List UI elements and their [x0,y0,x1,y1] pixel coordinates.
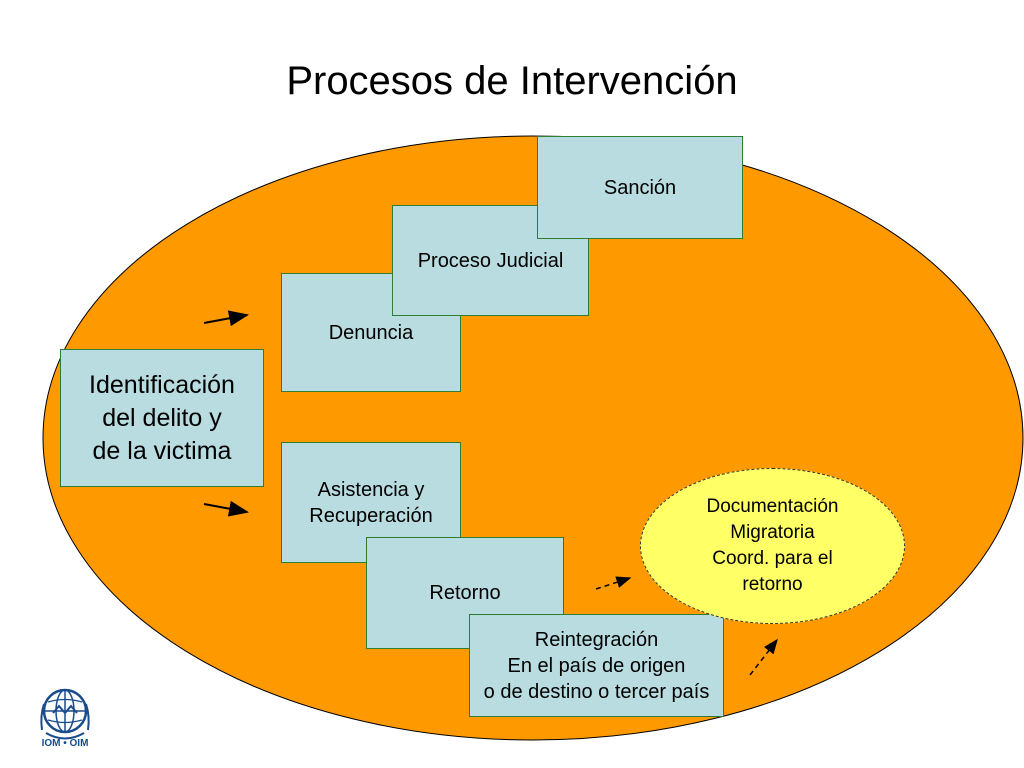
page-title: Procesos de Intervención [286,59,738,103]
box-reintegracion: Reintegración En el país de origen o de … [469,614,724,717]
oval-documentacion: Documentación Migratoria Coord. para el … [640,468,905,624]
arrow-to-denuncia [203,310,249,327]
box-proceso-judicial: Proceso Judicial [392,205,589,316]
dashed-arrow-reintegracion-to-documentacion [749,638,778,676]
iom-logo-text: IOM • OIM [41,738,89,749]
iom-globe-logo-icon [40,688,90,740]
dashed-arrow-retorno-to-documentacion [595,576,632,590]
box-sancion: Sanción [537,136,743,239]
arrow-to-asistencia [203,500,249,517]
box-identificacion: Identificación del delito y de la victim… [60,349,264,487]
